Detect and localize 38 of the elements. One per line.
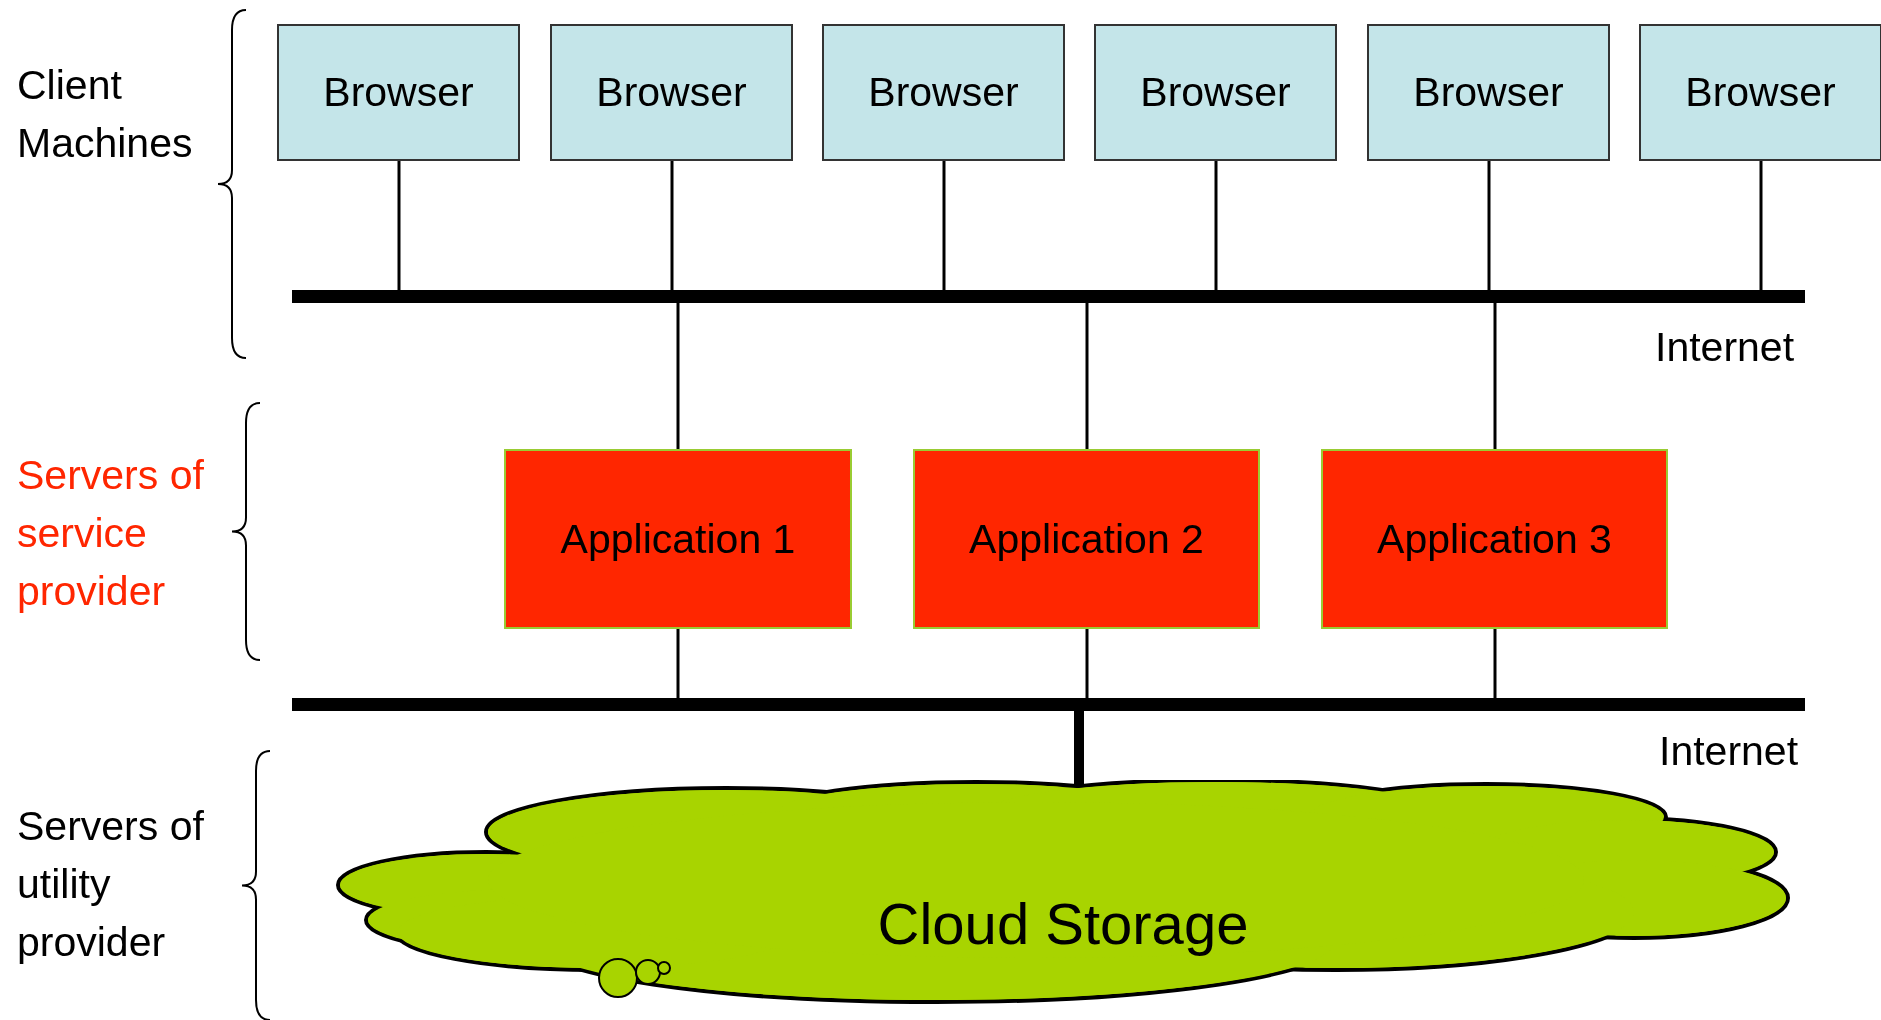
connector-line — [942, 161, 946, 290]
connector-line — [397, 161, 401, 290]
browser-box — [1367, 24, 1610, 161]
connector-line — [1085, 629, 1089, 698]
browser-label: Browser — [1413, 69, 1564, 116]
connector-line — [676, 629, 680, 698]
network-bus-bar — [292, 290, 1805, 303]
connector-line — [1085, 303, 1089, 449]
connector-line — [1214, 161, 1218, 290]
connector-line — [670, 161, 674, 290]
network-label: Internet — [1655, 323, 1795, 372]
tier-label: Servers of utility provider — [17, 802, 205, 967]
application-box — [1321, 449, 1668, 629]
application-box — [504, 449, 852, 629]
application-label: Application 2 — [969, 515, 1204, 563]
browser-box — [822, 24, 1065, 161]
browser-box — [1639, 24, 1881, 161]
tier-label: Servers of service provider — [17, 451, 205, 616]
storage-label: Cloud Storage — [877, 889, 1249, 957]
browser-label: Browser — [596, 69, 747, 116]
browser-label: Browser — [868, 69, 1019, 116]
application-label: Application 3 — [1377, 515, 1612, 563]
browser-label: Browser — [1685, 69, 1836, 116]
browser-box — [1094, 24, 1337, 161]
browser-label: Browser — [323, 69, 474, 116]
network-label: Internet — [1659, 727, 1799, 776]
application-box — [913, 449, 1260, 629]
network-bus-bar — [292, 698, 1805, 711]
application-label: Application 1 — [560, 515, 796, 563]
browser-label: Browser — [1140, 69, 1291, 116]
browser-box — [550, 24, 793, 161]
tier-label: Client Machines — [17, 61, 194, 168]
connector-line — [1759, 161, 1763, 290]
connector-line — [1493, 629, 1497, 698]
connector-line — [676, 303, 680, 449]
connector-line — [1487, 161, 1491, 290]
browser-box — [277, 24, 520, 161]
connector-line — [1493, 303, 1497, 449]
